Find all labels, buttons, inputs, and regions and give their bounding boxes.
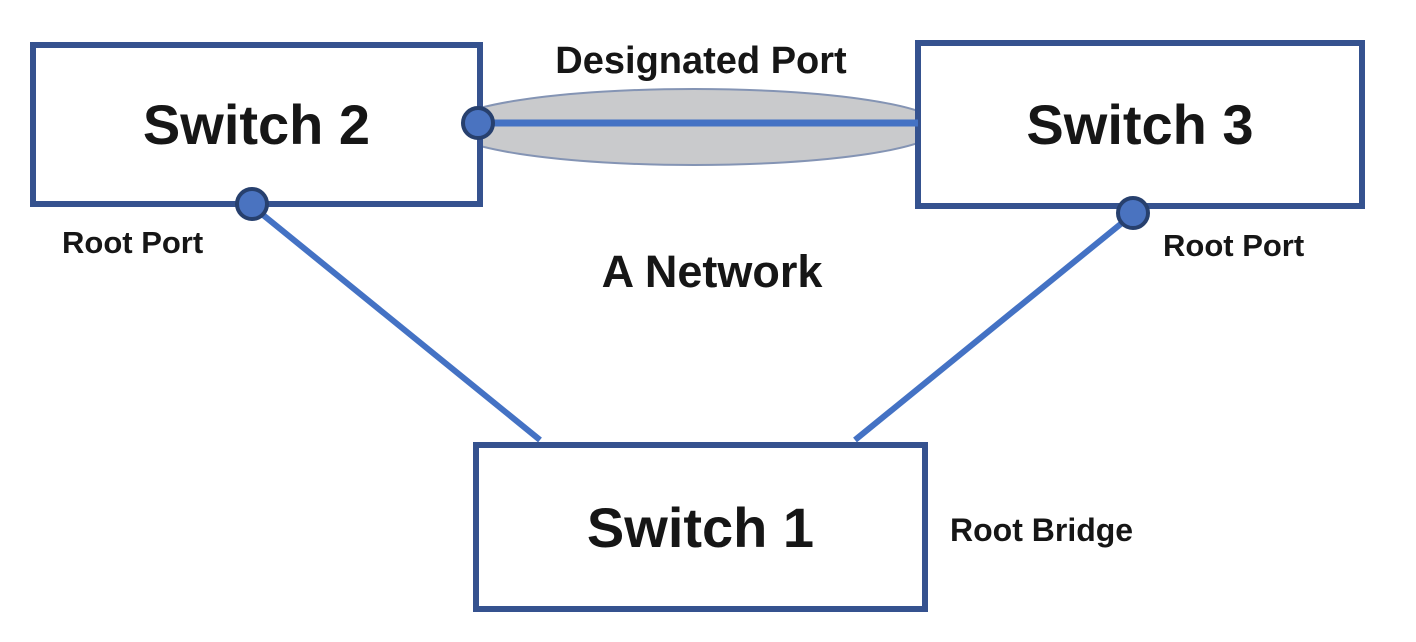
node-switch-2-label: Switch 2 — [142, 93, 371, 156]
network-title-label: A Network — [601, 246, 823, 297]
link-switch3-switch1 — [853, 211, 1135, 443]
node-switch-3-label: Switch 3 — [1026, 93, 1254, 156]
link-switch2-switch1 — [250, 203, 542, 443]
switch2-root-port-dot — [235, 187, 269, 221]
designated-port-dot — [461, 106, 495, 140]
node-switch-3: Switch 3 — [915, 40, 1365, 209]
node-switch-1: Switch 1 — [473, 442, 928, 612]
node-switch-2: Switch 2 — [30, 42, 483, 207]
designated-port-label: Designated Port — [555, 40, 847, 82]
switch3-root-port-label: Root Port — [1163, 228, 1305, 263]
root-bridge-label: Root Bridge — [950, 512, 1134, 548]
switch3-root-port-dot — [1116, 196, 1150, 230]
node-switch-1-label: Switch 1 — [586, 495, 815, 559]
switch2-root-port-label: Root Port — [62, 225, 204, 260]
